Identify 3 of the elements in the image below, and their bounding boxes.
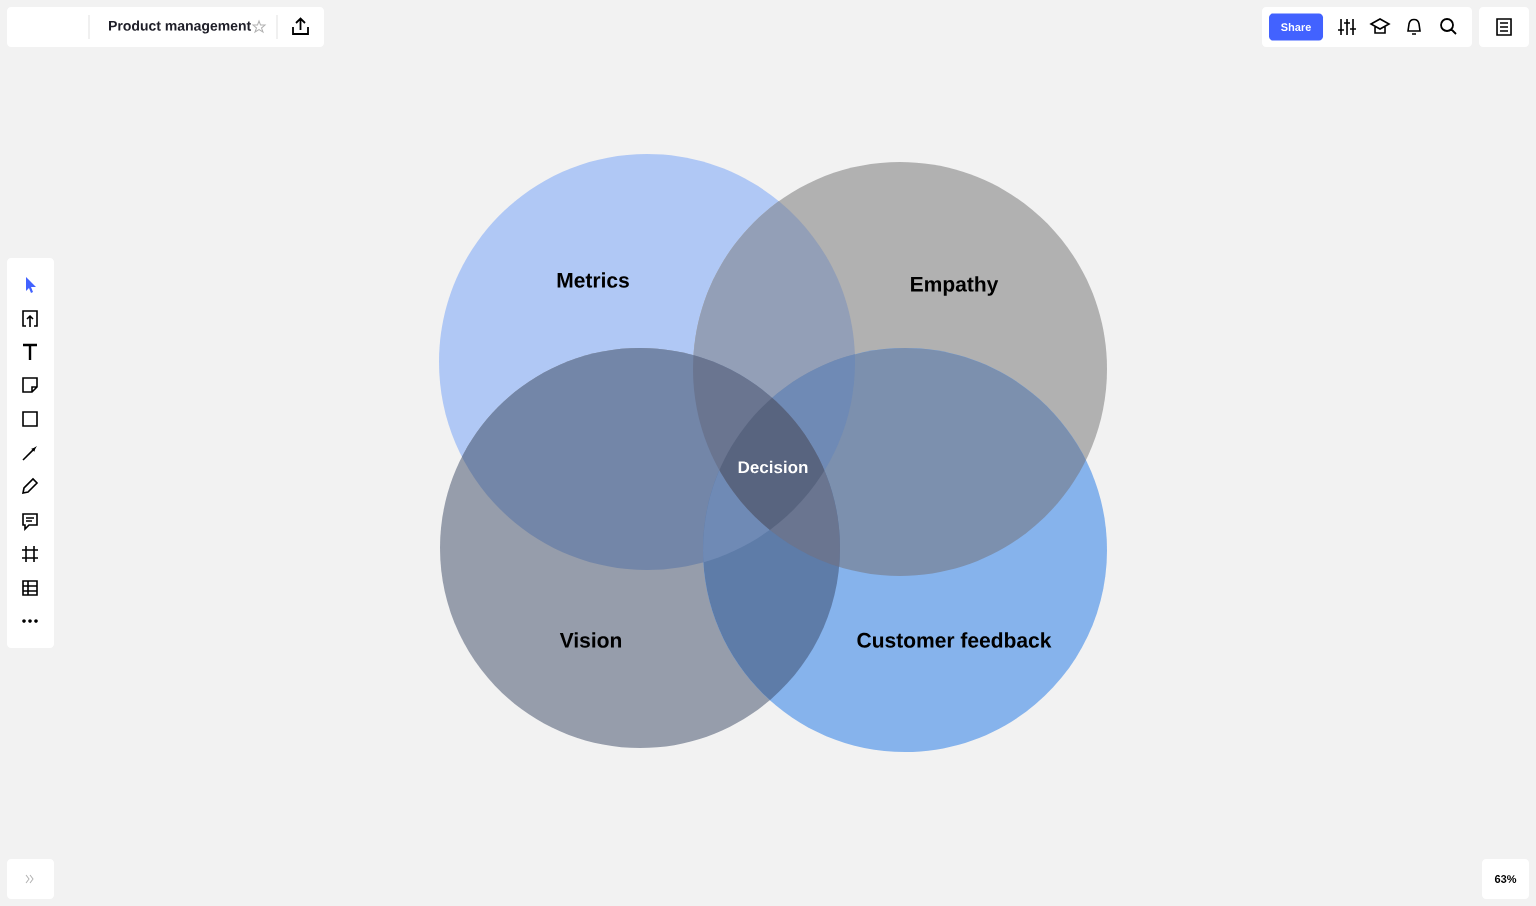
board-title: Product management [109, 20, 251, 34]
zoom-level: 63% [1482, 859, 1529, 899]
share-button: Share [1269, 13, 1323, 41]
